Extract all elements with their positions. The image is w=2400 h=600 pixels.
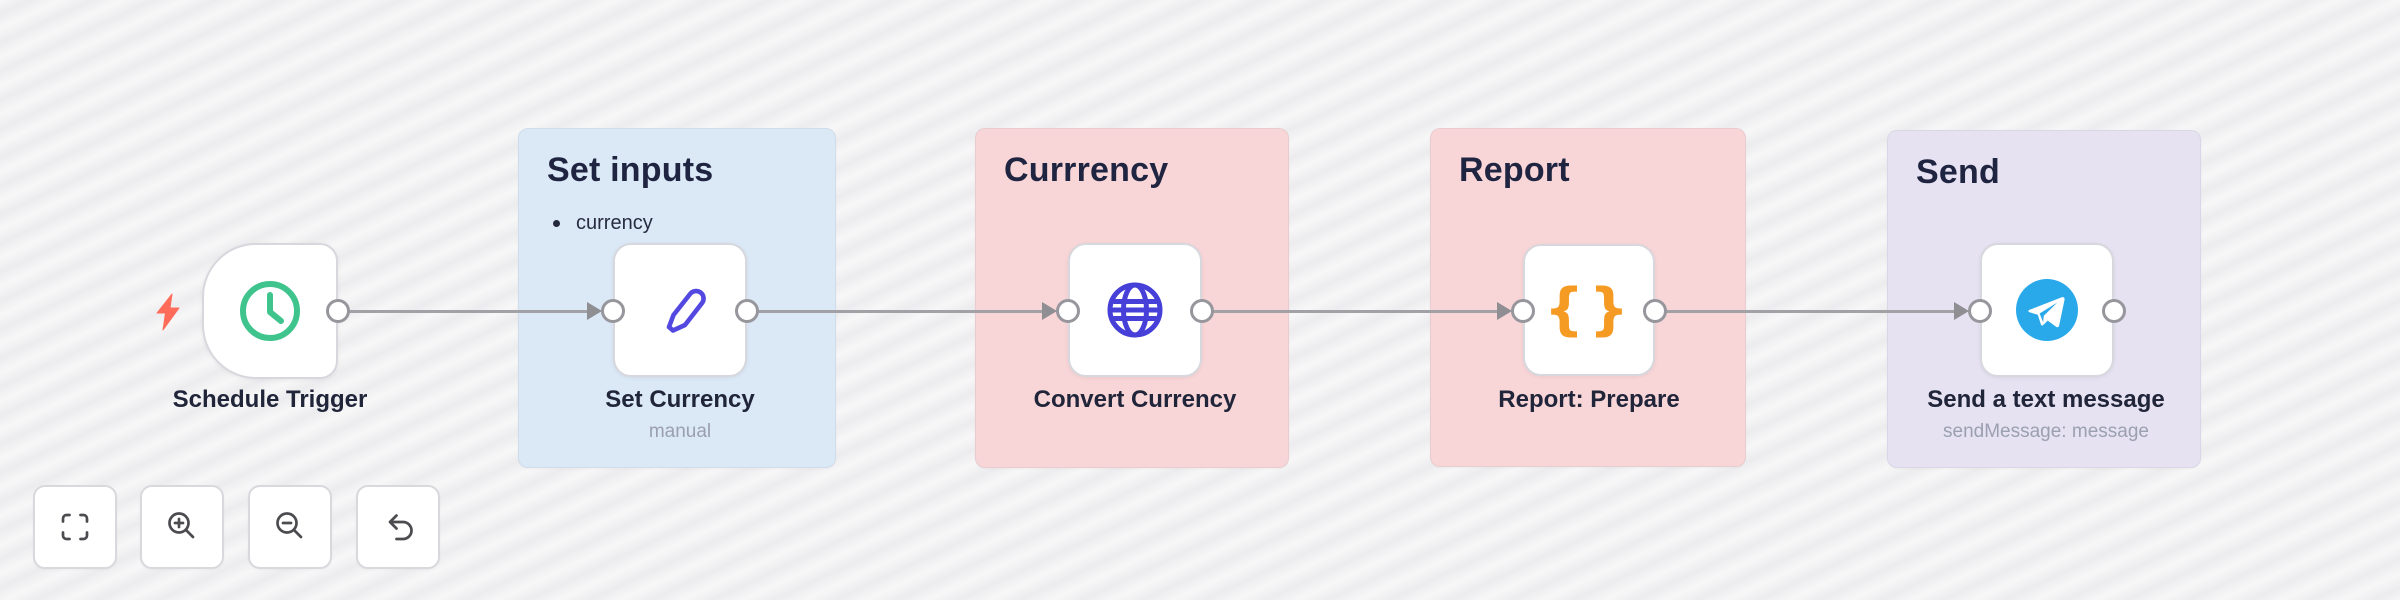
output-port[interactable] <box>1643 299 1667 323</box>
undo-button[interactable] <box>356 485 440 569</box>
node-convert-currency[interactable] <box>1068 243 1202 377</box>
connection-arrow-icon <box>1497 302 1512 320</box>
sticky-title: Set inputs <box>547 151 714 189</box>
node-schedule-trigger[interactable] <box>202 243 338 379</box>
lightning-icon <box>150 292 186 337</box>
connection-arrow-icon <box>1042 302 1057 320</box>
zoom-to-fit-button[interactable] <box>33 485 117 569</box>
undo-icon <box>388 514 413 541</box>
globe-icon <box>1102 277 1168 343</box>
input-port[interactable] <box>601 299 625 323</box>
node-label: Schedule Trigger <box>172 386 368 413</box>
node-label: Set Currency <box>605 386 755 413</box>
output-port[interactable] <box>2102 299 2126 323</box>
zoom-in-icon <box>168 512 195 539</box>
sticky-title: Send <box>1916 153 2000 191</box>
connection-line[interactable] <box>1208 310 1498 313</box>
node-label: Send a text message <box>1927 386 2165 413</box>
connection-line[interactable] <box>1661 310 1955 313</box>
input-port[interactable] <box>1968 299 1992 323</box>
connection-arrow-icon <box>587 302 602 320</box>
sticky-bullet-label: currency <box>576 212 653 234</box>
connection-line[interactable] <box>340 310 590 313</box>
output-port[interactable] <box>326 299 350 323</box>
input-port[interactable] <box>1056 299 1080 323</box>
bullet-dot-icon <box>553 220 560 227</box>
node-label: Report: Prepare <box>1498 386 1680 413</box>
telegram-icon <box>2014 277 2080 343</box>
sticky-note-set-inputs[interactable]: Set inputs currency <box>518 128 836 468</box>
connection-arrow-icon <box>1954 302 1969 320</box>
zoom-out-icon <box>276 512 303 539</box>
pencil-icon <box>648 278 712 342</box>
node-label: Convert Currency <box>1033 386 1237 413</box>
node-subtitle: sendMessage: message <box>1943 421 2149 442</box>
input-port[interactable] <box>1511 299 1535 323</box>
sticky-title: Currrency <box>1004 151 1169 189</box>
node-subtitle: manual <box>648 421 712 442</box>
zoom-out-button[interactable] <box>248 485 332 569</box>
zoom-in-button[interactable] <box>140 485 224 569</box>
fit-view-icon <box>61 513 89 541</box>
braces-icon: {} <box>1544 277 1634 342</box>
output-port[interactable] <box>1190 299 1214 323</box>
node-set-currency[interactable] <box>613 243 747 377</box>
node-report-prepare[interactable]: {} <box>1523 244 1655 376</box>
node-send-text-message[interactable] <box>1980 243 2114 377</box>
sticky-title: Report <box>1459 151 1570 189</box>
sticky-bullet-item: currency <box>547 212 807 235</box>
output-port[interactable] <box>735 299 759 323</box>
clock-icon <box>234 275 306 347</box>
connection-line[interactable] <box>753 310 1043 313</box>
